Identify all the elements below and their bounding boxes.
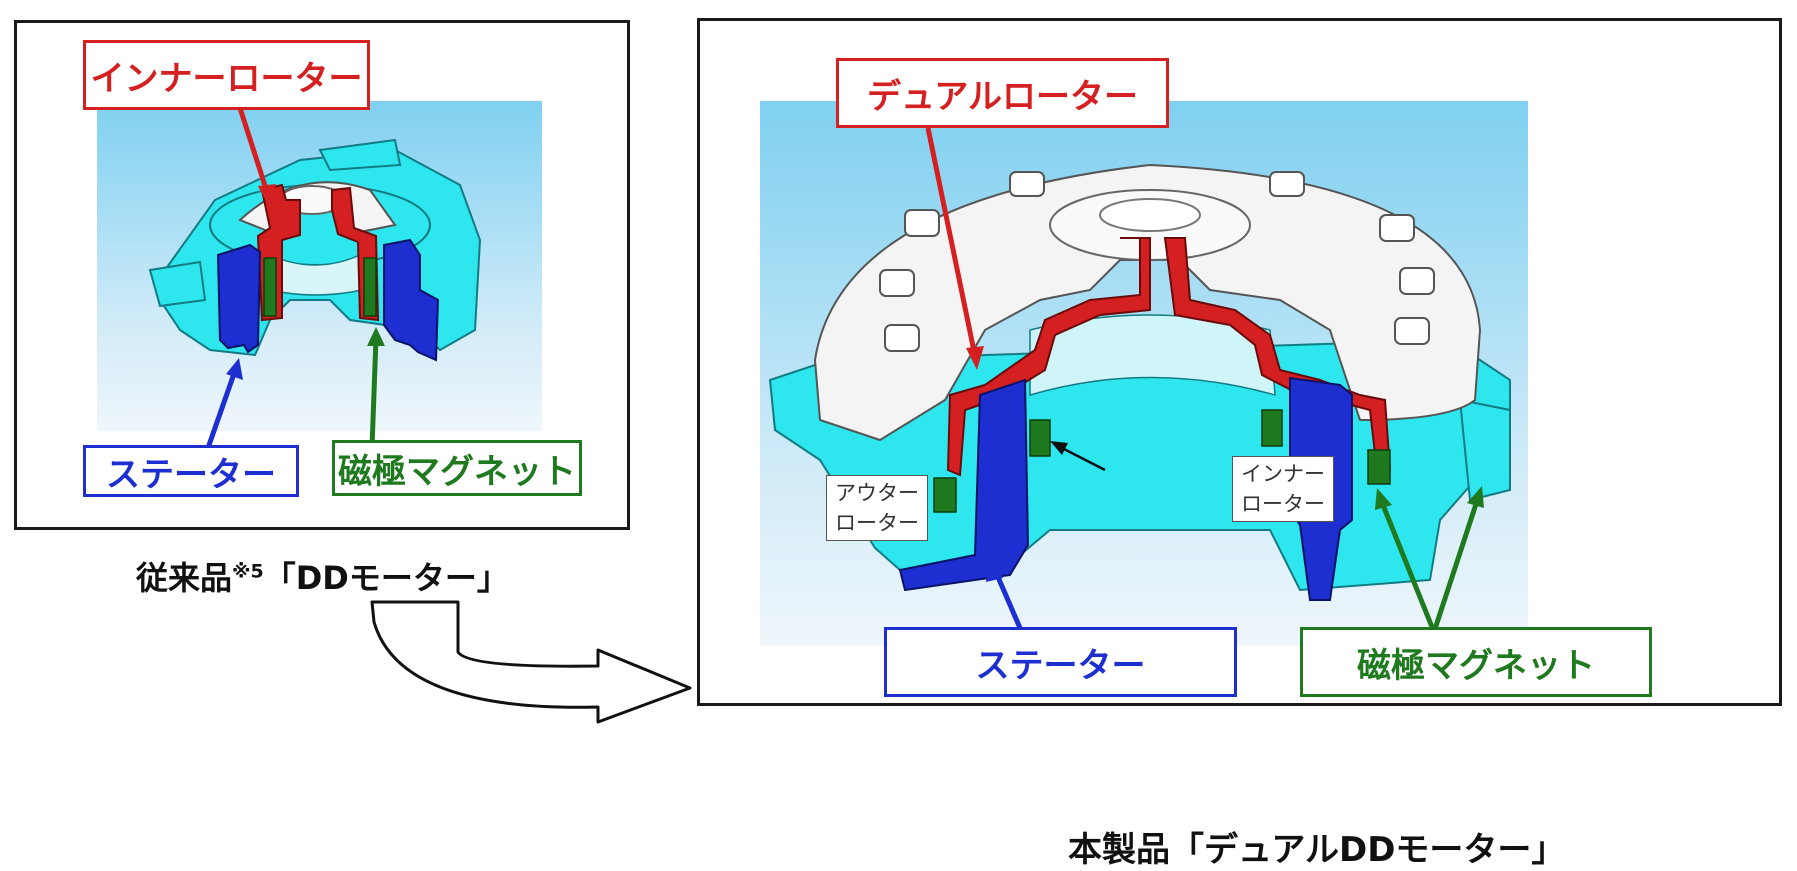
- right-outer-rotor-callout: アウター ローター: [826, 475, 928, 541]
- right-inner-rotor-line1: インナー: [1241, 462, 1325, 486]
- left-stator-a: [216, 243, 262, 354]
- right-inner-rotor-line2: ローター: [1241, 492, 1325, 516]
- right-magnet-callout: 磁極マグネット: [1300, 627, 1652, 697]
- right-stator-callout: ステーター: [884, 627, 1237, 697]
- left-caption-note: ※5: [232, 560, 264, 583]
- left-caption-product: 「DDモーター」: [263, 559, 509, 597]
- right-outer-rotor-line1: アウター: [835, 481, 919, 505]
- right-inner-magnet-b: [1261, 409, 1283, 447]
- right-caption: 本製品「デュアルDDモーター」: [1068, 830, 1566, 870]
- left-stator-callout: ステーター: [83, 445, 299, 497]
- right-cover: [813, 163, 1482, 442]
- right-dual-rotor-callout: デュアルローター: [836, 58, 1169, 128]
- right-outer-magnet-b: [1367, 449, 1391, 485]
- right-stator-a: [898, 378, 1030, 592]
- left-magnet-callout: 磁極マグネット: [332, 440, 582, 496]
- left-caption: 従来品※5「DDモーター」: [136, 553, 509, 599]
- right-outer-rotor-line2: ローター: [835, 511, 919, 535]
- left-stator-b: [383, 238, 440, 362]
- left-magnet-a: [263, 257, 277, 317]
- left-inner-rotor-callout: インナーローター: [83, 40, 370, 110]
- right-inner-rotor-callout: インナー ローター: [1232, 456, 1334, 522]
- right-outer-magnet-a: [933, 477, 957, 513]
- right-inner-magnet-a: [1029, 419, 1051, 457]
- left-caption-main: 従来品: [136, 559, 233, 597]
- left-magnet-b: [363, 257, 377, 317]
